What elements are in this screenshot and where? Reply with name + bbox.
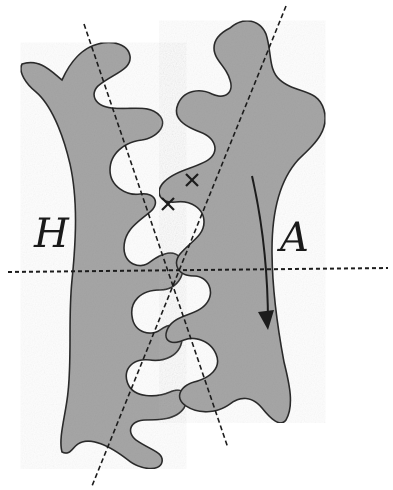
- label-left: H: [34, 214, 69, 254]
- label-right: A: [280, 218, 309, 258]
